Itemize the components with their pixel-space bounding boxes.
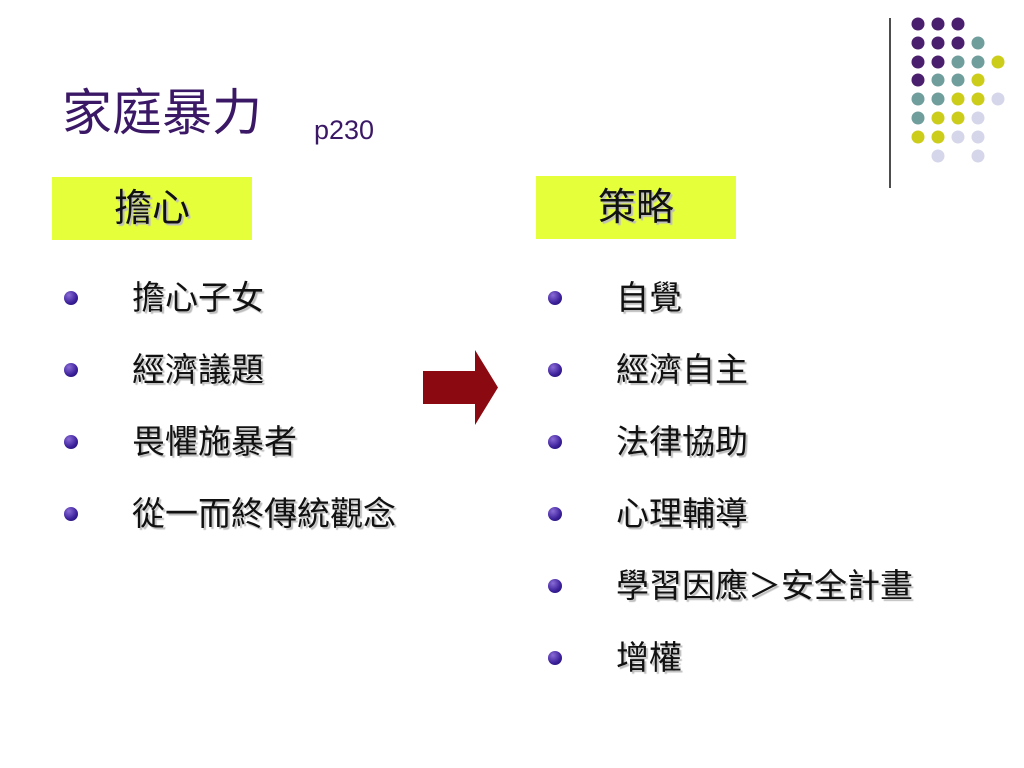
- bullet-dot-icon: [548, 507, 562, 521]
- list-item-text: 擔心子女: [132, 278, 264, 317]
- list-item: 自覺: [546, 270, 1016, 342]
- slide-title: 家庭暴力: [62, 84, 262, 142]
- bullet-dot-icon: [548, 579, 562, 593]
- list-item: 擔心子女: [62, 270, 502, 342]
- list-item-text: 畏懼施暴者: [132, 422, 297, 461]
- list-item: 從一而終傳統觀念: [62, 486, 502, 558]
- list-item: 法律協助: [546, 414, 1016, 486]
- bullet-dot-icon: [64, 363, 78, 377]
- bullet-dot-icon: [548, 651, 562, 665]
- bullet-dot-icon: [64, 435, 78, 449]
- page-reference: p230: [314, 115, 375, 145]
- worries-header: 擔心: [52, 177, 252, 240]
- list-item-text: 法律協助: [616, 422, 748, 461]
- decorative-divider-line: [889, 18, 891, 188]
- list-item-text: 經濟自主: [616, 350, 748, 389]
- list-item: 心理輔導: [546, 486, 1016, 558]
- bullet-dot-icon: [548, 363, 562, 377]
- bullet-dot-icon: [548, 435, 562, 449]
- list-item: 增權: [546, 630, 1016, 702]
- list-item: 經濟議題: [62, 342, 502, 414]
- list-item-text: 自覺: [616, 278, 682, 317]
- list-item-text: 心理輔導: [616, 494, 748, 533]
- list-item: 學習因應＞安全計畫: [546, 558, 1016, 630]
- list-item-text: 經濟議題: [132, 350, 264, 389]
- bullet-dot-icon: [64, 291, 78, 305]
- worries-list: 擔心子女 經濟議題 畏懼施暴者 從一而終傳統觀念: [62, 270, 502, 558]
- list-item-text: 增權: [616, 638, 682, 677]
- list-item-text: 從一而終傳統觀念: [132, 494, 396, 533]
- bullet-dot-icon: [548, 291, 562, 305]
- list-item: 經濟自主: [546, 342, 1016, 414]
- strategies-list: 自覺 經濟自主 法律協助 心理輔導 學習因應＞安全計畫 增權: [546, 270, 1016, 702]
- list-item-text: 學習因應＞安全計畫: [616, 566, 913, 605]
- list-item: 畏懼施暴者: [62, 414, 502, 486]
- decorative-dot-grid-icon: [911, 17, 1005, 163]
- bullet-dot-icon: [64, 507, 78, 521]
- right-arrow-icon: [423, 350, 498, 425]
- strategies-header: 策略: [536, 176, 736, 239]
